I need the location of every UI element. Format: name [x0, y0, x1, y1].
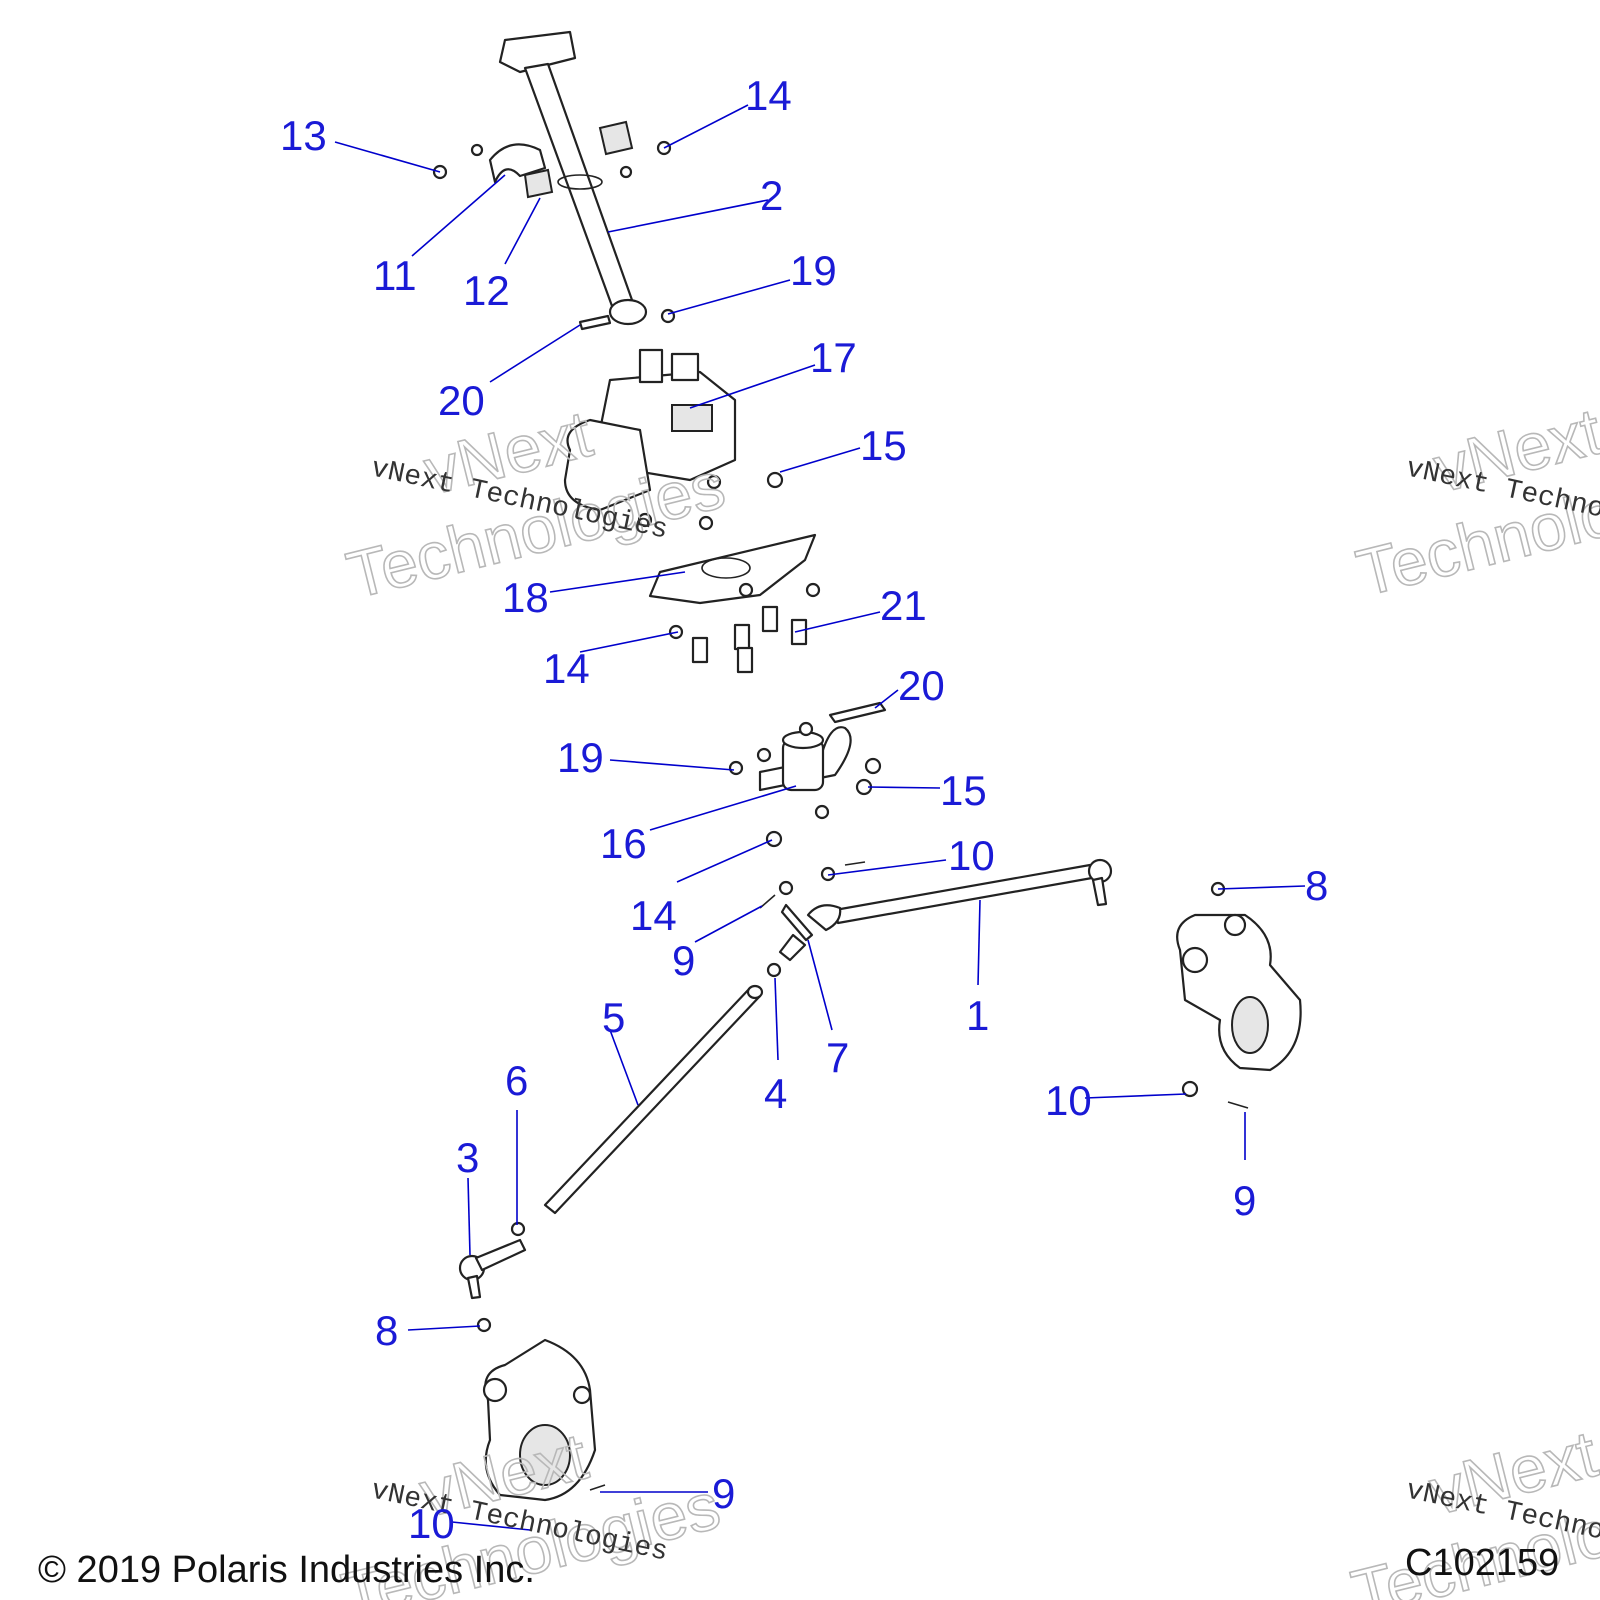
lower-steering-support [728, 701, 887, 848]
figure-id: C102159 [1405, 1542, 1559, 1584]
callout-9b: 9 [1233, 1177, 1256, 1224]
callout-14b: 14 [543, 645, 590, 692]
callout-9: 9 [672, 937, 695, 984]
callout-19b: 19 [557, 734, 604, 781]
callout-2: 2 [760, 172, 783, 219]
callout-9c: 9 [712, 1470, 735, 1517]
copyright-text: © 2019 Polaris Industries Inc. [38, 1549, 535, 1591]
callout-19: 19 [790, 247, 837, 294]
eps-unit [563, 348, 784, 531]
callout-8: 8 [1305, 862, 1328, 909]
callout-13: 13 [280, 112, 327, 159]
leader-lines [334, 104, 1306, 1531]
callout-10c: 10 [408, 1500, 455, 1547]
callout-15: 15 [860, 422, 907, 469]
callout-labels: 13 14 2 11 12 19 20 17 15 18 21 14 20 19… [280, 72, 1328, 1547]
column-bolts [578, 308, 676, 331]
left-tie-rod-end [458, 1238, 527, 1333]
parts-line-art [432, 30, 1302, 1502]
callout-1: 1 [966, 992, 989, 1039]
callout-18: 18 [502, 574, 549, 621]
upper-clamps [432, 120, 672, 199]
callout-10: 10 [948, 832, 995, 879]
callout-5: 5 [602, 994, 625, 1041]
left-steering-knuckle [482, 1338, 606, 1502]
callout-15b: 15 [940, 767, 987, 814]
callout-16: 16 [600, 820, 647, 867]
callout-14c: 14 [630, 892, 677, 939]
tie-rod [759, 858, 1113, 978]
intermediate-shaft [510, 984, 764, 1237]
callout-6: 6 [505, 1057, 528, 1104]
callout-20b: 20 [898, 662, 945, 709]
right-steering-knuckle [1176, 881, 1302, 1109]
callout-7: 7 [826, 1034, 849, 1081]
callout-3: 3 [456, 1134, 479, 1181]
callout-11: 11 [373, 252, 417, 299]
mounting-plate [648, 533, 817, 605]
callout-8b: 8 [375, 1307, 398, 1354]
callout-17: 17 [810, 334, 857, 381]
callout-4: 4 [764, 1070, 787, 1117]
plate-fasteners [668, 582, 821, 674]
steering-column-shaft [498, 30, 648, 326]
callout-12: 12 [463, 267, 510, 314]
callout-10b: 10 [1045, 1077, 1092, 1124]
callout-20: 20 [438, 377, 485, 424]
callout-21: 21 [880, 582, 927, 629]
callout-14: 14 [745, 72, 792, 119]
